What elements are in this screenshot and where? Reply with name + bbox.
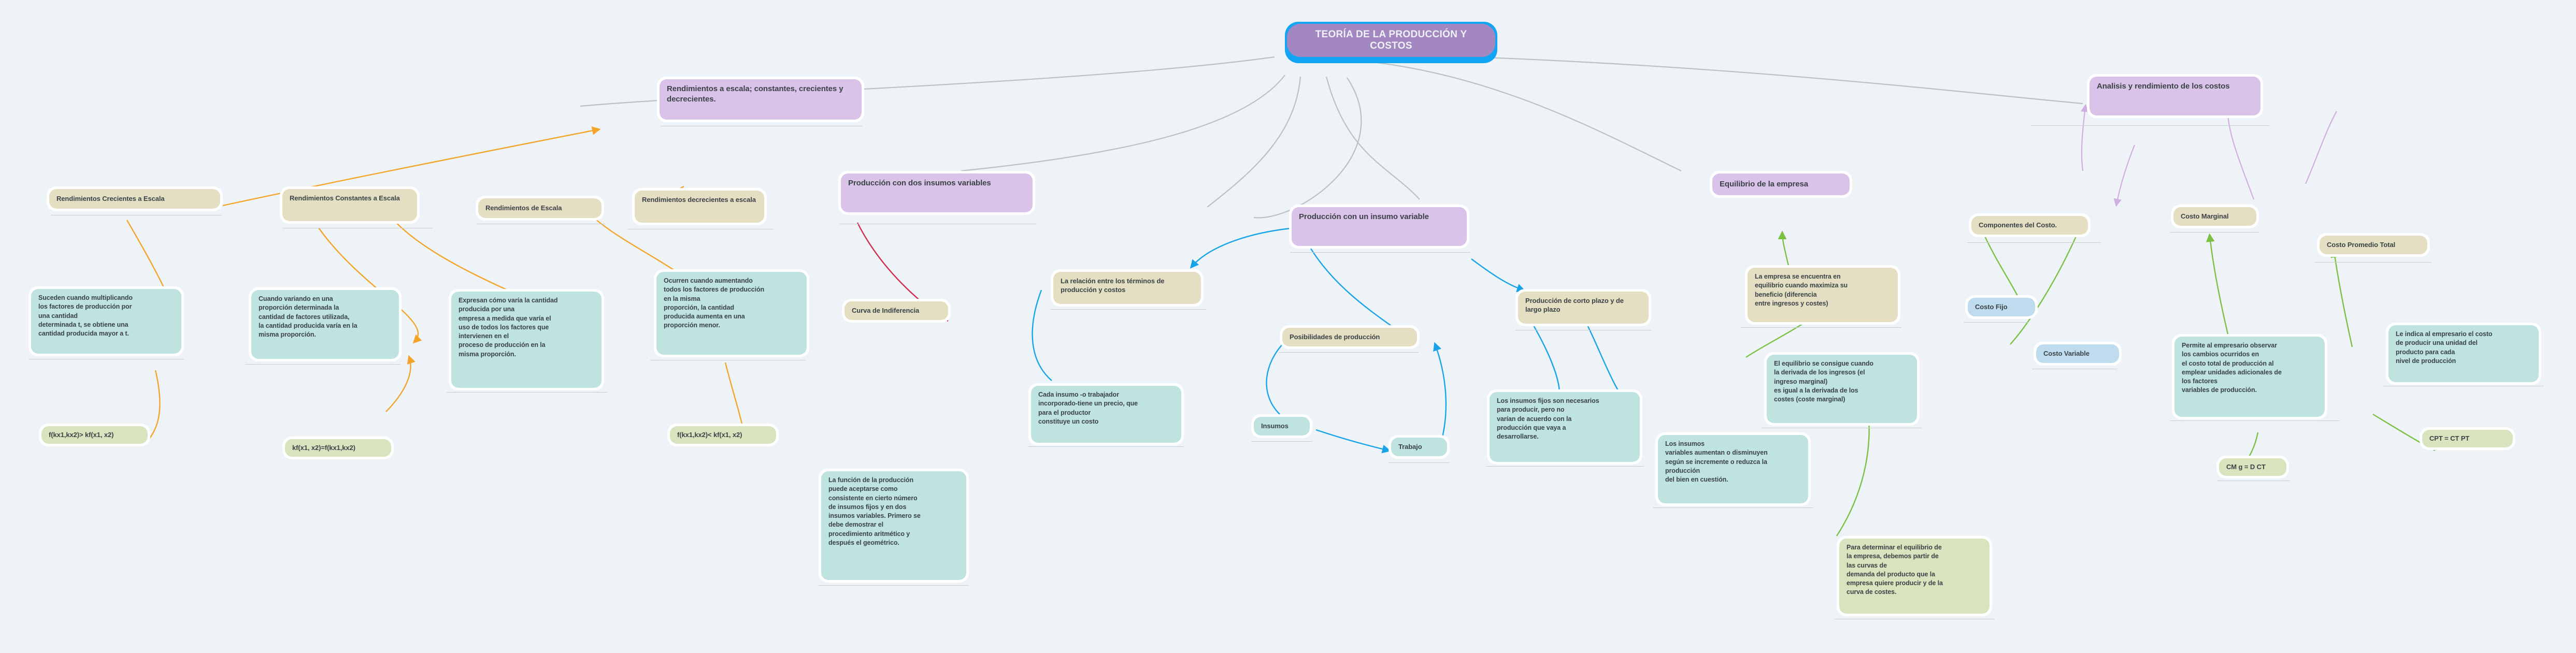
node-posibilidades-produccion[interactable]: Posibilidades de producción [1280,325,1420,349]
node-insumos-variables-desc-label: Los insumos variables aumentan o disminu… [1658,435,1808,503]
branch-equilibrio-label: Equilibrio de la empresa [1712,173,1850,195]
node-costo-promedio-total-label: Costo Promedio Total [2320,236,2427,254]
node-posibilidades-produccion-label: Posibilidades de producción [1282,328,1417,346]
node-underline [245,364,400,365]
node-underline [1389,462,1450,463]
node-costo-promedio-total[interactable]: Costo Promedio Total [2317,233,2430,257]
node-rendimientos-decrecientes-label: Rendimientos decrecientes a escala [635,191,764,223]
node-componentes-costo[interactable]: Componentes del Costo. [1969,213,2091,237]
node-rendimientos-decrecientes-formula-label: f(kx1,kx2)< kf(x1, x2) [670,426,776,444]
node-underline [1741,327,1901,328]
node-rendimientos-decrecientes-formula[interactable]: f(kx1,kx2)< kf(x1, x2) [667,424,779,446]
node-underline [2315,262,2431,263]
center-node-label: TEORÍA DE LA PRODUCCIÓN Y COSTOS [1287,24,1495,57]
node-underline [1290,252,1470,253]
node-determinar-equilibrio-desc-label: Para determinar el equilibrio de la empr… [1839,539,1990,614]
node-rendimientos-crecientes-desc-label: Suceden cuando multiplicando los factore… [31,289,181,354]
node-costo-promedio-total-formula[interactable]: CPT = CT PT [2420,427,2515,450]
node-underline [1279,352,1419,353]
node-rendimientos-constantes-formula[interactable]: kf(x1, x2)=f(kx1,kx2) [282,437,394,459]
node-costo-promedio-total-desc-label: Le indica al empresario el costo de prod… [2388,325,2539,382]
node-underline [819,585,969,586]
node-rendimientos-decrecientes-desc-label: Ocurren cuando aumentando todos los fact… [656,272,807,355]
node-underline [1251,441,1312,442]
node-costo-marginal-desc[interactable]: Permite al empresario observar los cambi… [2172,334,2327,419]
node-rendimientos-crecientes-formula-label: f(kx1,kx2)> kf(x1, x2) [41,426,148,444]
node-insumos-fijos-desc[interactable]: Los insumos fijos son necesarios para pr… [1487,389,1642,465]
node-insumos[interactable]: Insumos [1251,414,1312,438]
node-underline [1051,309,1206,310]
node-costo-variable[interactable]: Costo Variable [2034,342,2122,366]
node-rendimientos-constantes-formula-label: kf(x1, x2)=f(kx1,kx2) [285,439,391,457]
branch-equilibrio[interactable]: Equilibrio de la empresa [1710,171,1852,198]
node-underline [1967,242,2101,243]
node-relacion-terminos-desc-label: Cada insumo -o trabajador incorporado-ti… [1031,386,1181,443]
node-costo-marginal[interactable]: Costo Marginal [2171,205,2259,228]
node-funcion-produccion-desc-label: La función de la producción puede acepta… [821,471,966,580]
node-costo-marginal-formula[interactable]: CM g = D CT [2216,456,2289,478]
node-costo-promedio-total-desc[interactable]: Le indica al empresario el costo de prod… [2386,323,2541,385]
node-underline [1964,322,2028,323]
node-corto-largo-plazo-label: Producción de corto plazo y de largo pla… [1518,292,1649,324]
node-trabajo-label: Trabajo [1391,438,1447,456]
node-rendimientos-de-escala-label: Rendimientos de Escala [478,198,602,218]
node-equilibrio-derivada-desc-label: El equilibrio se consigue cuando la deri… [1767,355,1917,423]
node-rendimientos-de-escala[interactable]: Rendimientos de Escala [476,196,604,221]
center-node[interactable]: TEORÍA DE LA PRODUCCIÓN Y COSTOS [1285,22,1497,63]
branch-rendimientos-escala-label: Rendimientos a escala; constantes, creci… [660,79,862,120]
node-rendimientos-crecientes-formula[interactable]: f(kx1,kx2)> kf(x1, x2) [39,424,150,446]
branch-analisis-costos[interactable]: Analisis y rendimiento de los costos [2087,74,2263,118]
node-costo-fijo[interactable]: Costo Fijo [1965,295,2038,319]
node-underline [2031,125,2269,126]
node-rendimientos-crecientes-desc[interactable]: Suceden cuando multiplicando los factore… [28,286,184,356]
node-relacion-terminos[interactable]: La relación entre los términos de produc… [1051,269,1204,307]
node-costo-marginal-formula-label: CM g = D CT [2219,458,2286,476]
node-relacion-terminos-desc[interactable]: Cada insumo -o trabajador incorporado-ti… [1028,383,1184,445]
branch-produccion-un-insumo-label: Producción con un insumo variable [1292,207,1467,246]
node-costo-marginal-label: Costo Marginal [2173,207,2256,226]
node-rendimientos-constantes[interactable]: Rendimientos Constantes a Escala [280,186,420,224]
node-componentes-costo-label: Componentes del Costo. [1971,216,2088,235]
node-insumos-fijos-desc-label: Los insumos fijos son necesarios para pr… [1490,392,1640,462]
node-rendimientos-constantes-desc-label: Cuando variando en una proporción determ… [251,290,399,359]
node-insumos-label: Insumos [1254,417,1310,436]
node-rendimientos-de-escala-desc-label: Expresan cómo varía la cantidad producid… [451,292,602,388]
node-funcion-produccion-desc[interactable]: La función de la producción puede acepta… [819,469,969,583]
branch-analisis-costos-label: Analisis y rendimiento de los costos [2090,77,2260,115]
node-curva-indiferencia[interactable]: Curva de Indiferencia [842,299,951,323]
node-costo-variable-label: Costo Variable [2036,344,2119,363]
node-empresa-equilibrio-label: La empresa se encuentra en equilibrio cu… [1748,268,1898,322]
node-underline [447,392,607,393]
node-rendimientos-crecientes[interactable]: Rendimientos Crecientes a Escala [47,186,223,211]
branch-produccion-un-insumo[interactable]: Producción con un insumo variable [1289,205,1469,249]
node-rendimientos-crecientes-label: Rendimientos Crecientes a Escala [49,189,220,209]
branch-rendimientos-escala[interactable]: Rendimientos a escala; constantes, creci… [657,77,864,122]
node-costo-marginal-desc-label: Permite al empresario observar los cambi… [2174,337,2325,417]
node-costo-promedio-total-formula-label: CPT = CT PT [2422,430,2513,447]
node-rendimientos-constantes-label: Rendimientos Constantes a Escala [282,189,417,221]
node-underline [2170,232,2259,233]
node-rendimientos-de-escala-desc[interactable]: Expresan cómo varía la cantidad producid… [449,289,604,390]
branch-produccion-dos-insumos[interactable]: Producción con dos insumos variables [838,171,1035,215]
node-rendimientos-decrecientes-desc[interactable]: Ocurren cuando aumentando todos los fact… [654,269,809,357]
node-trabajo[interactable]: Trabajo [1389,435,1450,459]
node-costo-fijo-label: Costo Fijo [1968,298,2035,316]
node-corto-largo-plazo[interactable]: Producción de corto plazo y de largo pla… [1515,289,1651,326]
node-insumos-variables-desc[interactable]: Los insumos variables aumentan o disminu… [1655,432,1811,506]
branch-produccion-dos-insumos-label: Producción con dos insumos variables [841,173,1033,212]
node-underline [1028,446,1184,447]
node-underline [1486,466,1644,467]
node-equilibrio-derivada-desc[interactable]: El equilibrio se consigue cuando la deri… [1764,352,1920,426]
node-rendimientos-decrecientes[interactable]: Rendimientos decrecientes a escala [632,188,767,225]
node-underline [2170,420,2340,421]
node-rendimientos-constantes-desc[interactable]: Cuando variando en una proporción determ… [249,287,402,361]
node-curva-indiferencia-label: Curva de Indiferencia [845,301,948,320]
node-underline [1653,507,1813,508]
node-determinar-equilibrio-desc[interactable]: Para determinar el equilibrio de la empr… [1837,536,1992,616]
node-relacion-terminos-label: La relación entre los términos de produc… [1053,272,1201,304]
node-empresa-equilibrio[interactable]: La empresa se encuentra en equilibrio cu… [1745,265,1900,325]
